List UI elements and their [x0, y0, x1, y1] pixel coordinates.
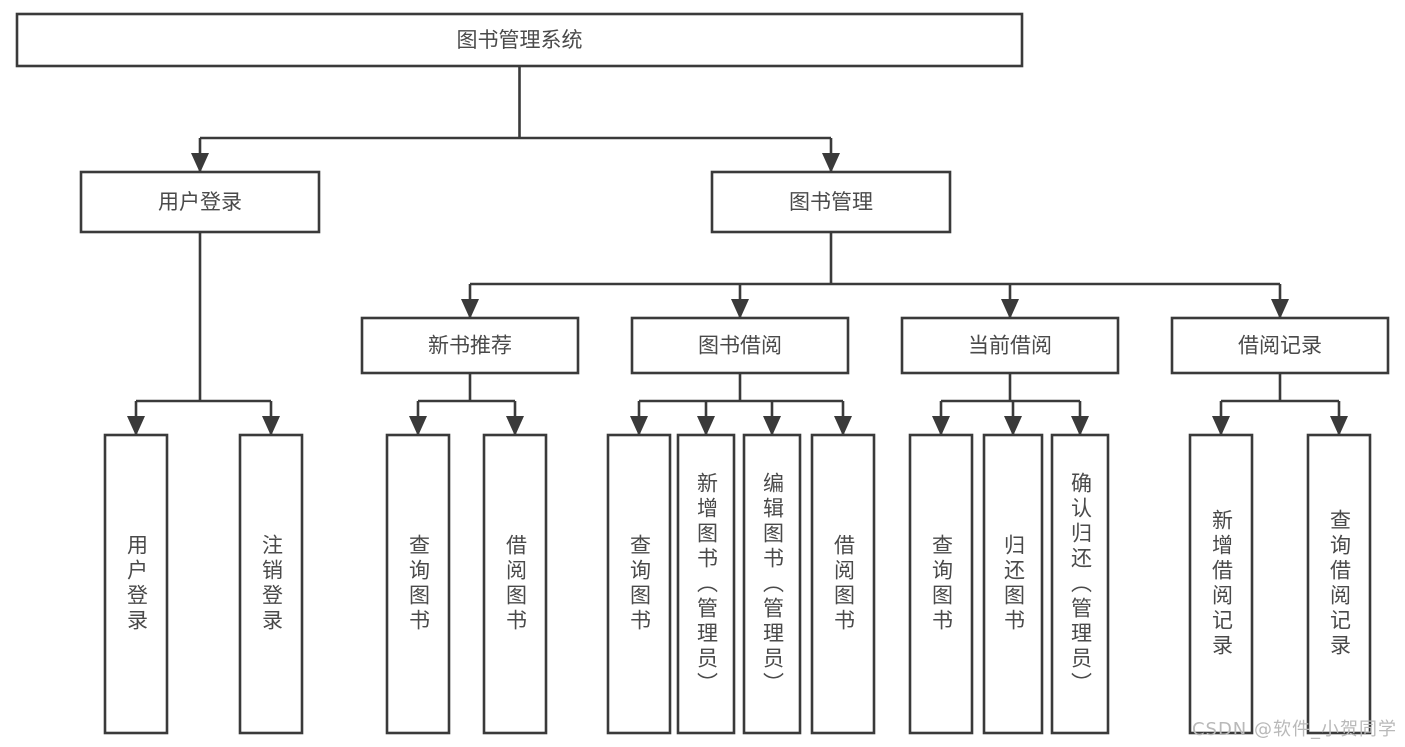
arrow-head-icon: [461, 299, 479, 319]
node-box-leaf-query-book-current[interactable]: [908, 433, 974, 735]
arrow-head-icon: [834, 416, 852, 436]
arrow-head-icon: [697, 416, 715, 436]
node-box-leaf-add-book-admin[interactable]: [676, 433, 736, 735]
node-box-leaf-user-login[interactable]: [103, 433, 169, 735]
node-box-new-book-recommend[interactable]: [360, 316, 580, 375]
arrow-head-icon: [822, 153, 840, 173]
node-box-root[interactable]: [15, 12, 1024, 68]
node-label-current-borrow: 当前借阅: [968, 334, 1052, 358]
node-box-leaf-borrow-book-recommend[interactable]: [482, 433, 548, 735]
node-box-borrow-records[interactable]: [1170, 316, 1390, 375]
node-label-root: 图书管理系统: [457, 28, 583, 52]
node-label-new-book-recommend: 新书推荐: [428, 334, 512, 358]
arrow-head-icon: [1071, 416, 1089, 436]
arrow-head-icon: [506, 416, 524, 436]
arrow-head-icon: [262, 416, 280, 436]
arrow-head-icon: [731, 299, 749, 319]
node-box-leaf-logout[interactable]: [238, 433, 304, 735]
node-box-leaf-add-borrow-record[interactable]: [1188, 433, 1254, 735]
arrow-head-icon: [932, 416, 950, 436]
node-box-book-management[interactable]: [710, 170, 952, 234]
node-box-leaf-query-borrow-record[interactable]: [1306, 433, 1372, 735]
arrow-head-icon: [1330, 416, 1348, 436]
node-label-user-login: 用户登录: [158, 190, 242, 214]
arrow-head-icon: [1212, 416, 1230, 436]
connector-layer: [127, 66, 1348, 436]
node-label-book-borrow: 图书借阅: [698, 334, 782, 358]
node-box-leaf-query-book-recommend[interactable]: [385, 433, 451, 735]
node-label-borrow-records: 借阅记录: [1238, 334, 1322, 358]
arrow-head-icon: [1004, 416, 1022, 436]
node-box-leaf-borrow-book[interactable]: [810, 433, 876, 735]
arrow-head-icon: [127, 416, 145, 436]
arrow-head-icon: [191, 153, 209, 173]
arrow-head-icon: [1001, 299, 1019, 319]
node-box-leaf-query-book-borrow[interactable]: [606, 433, 672, 735]
csdn-watermark: CSDN @软件_小贺同学: [1191, 719, 1397, 740]
node-box-leaf-return-book[interactable]: [982, 433, 1044, 735]
node-box-layer: [15, 12, 1390, 735]
node-label-book-management: 图书管理: [789, 190, 873, 214]
node-box-book-borrow[interactable]: [630, 316, 850, 375]
arrow-head-icon: [409, 416, 427, 436]
arrow-head-icon: [1271, 299, 1289, 319]
node-box-user-login[interactable]: [79, 170, 321, 234]
arrow-head-icon: [763, 416, 781, 436]
node-box-leaf-confirm-return-admin[interactable]: [1050, 433, 1110, 735]
node-box-current-borrow[interactable]: [900, 316, 1120, 375]
node-box-leaf-edit-book-admin[interactable]: [742, 433, 802, 735]
arrow-head-icon: [630, 416, 648, 436]
